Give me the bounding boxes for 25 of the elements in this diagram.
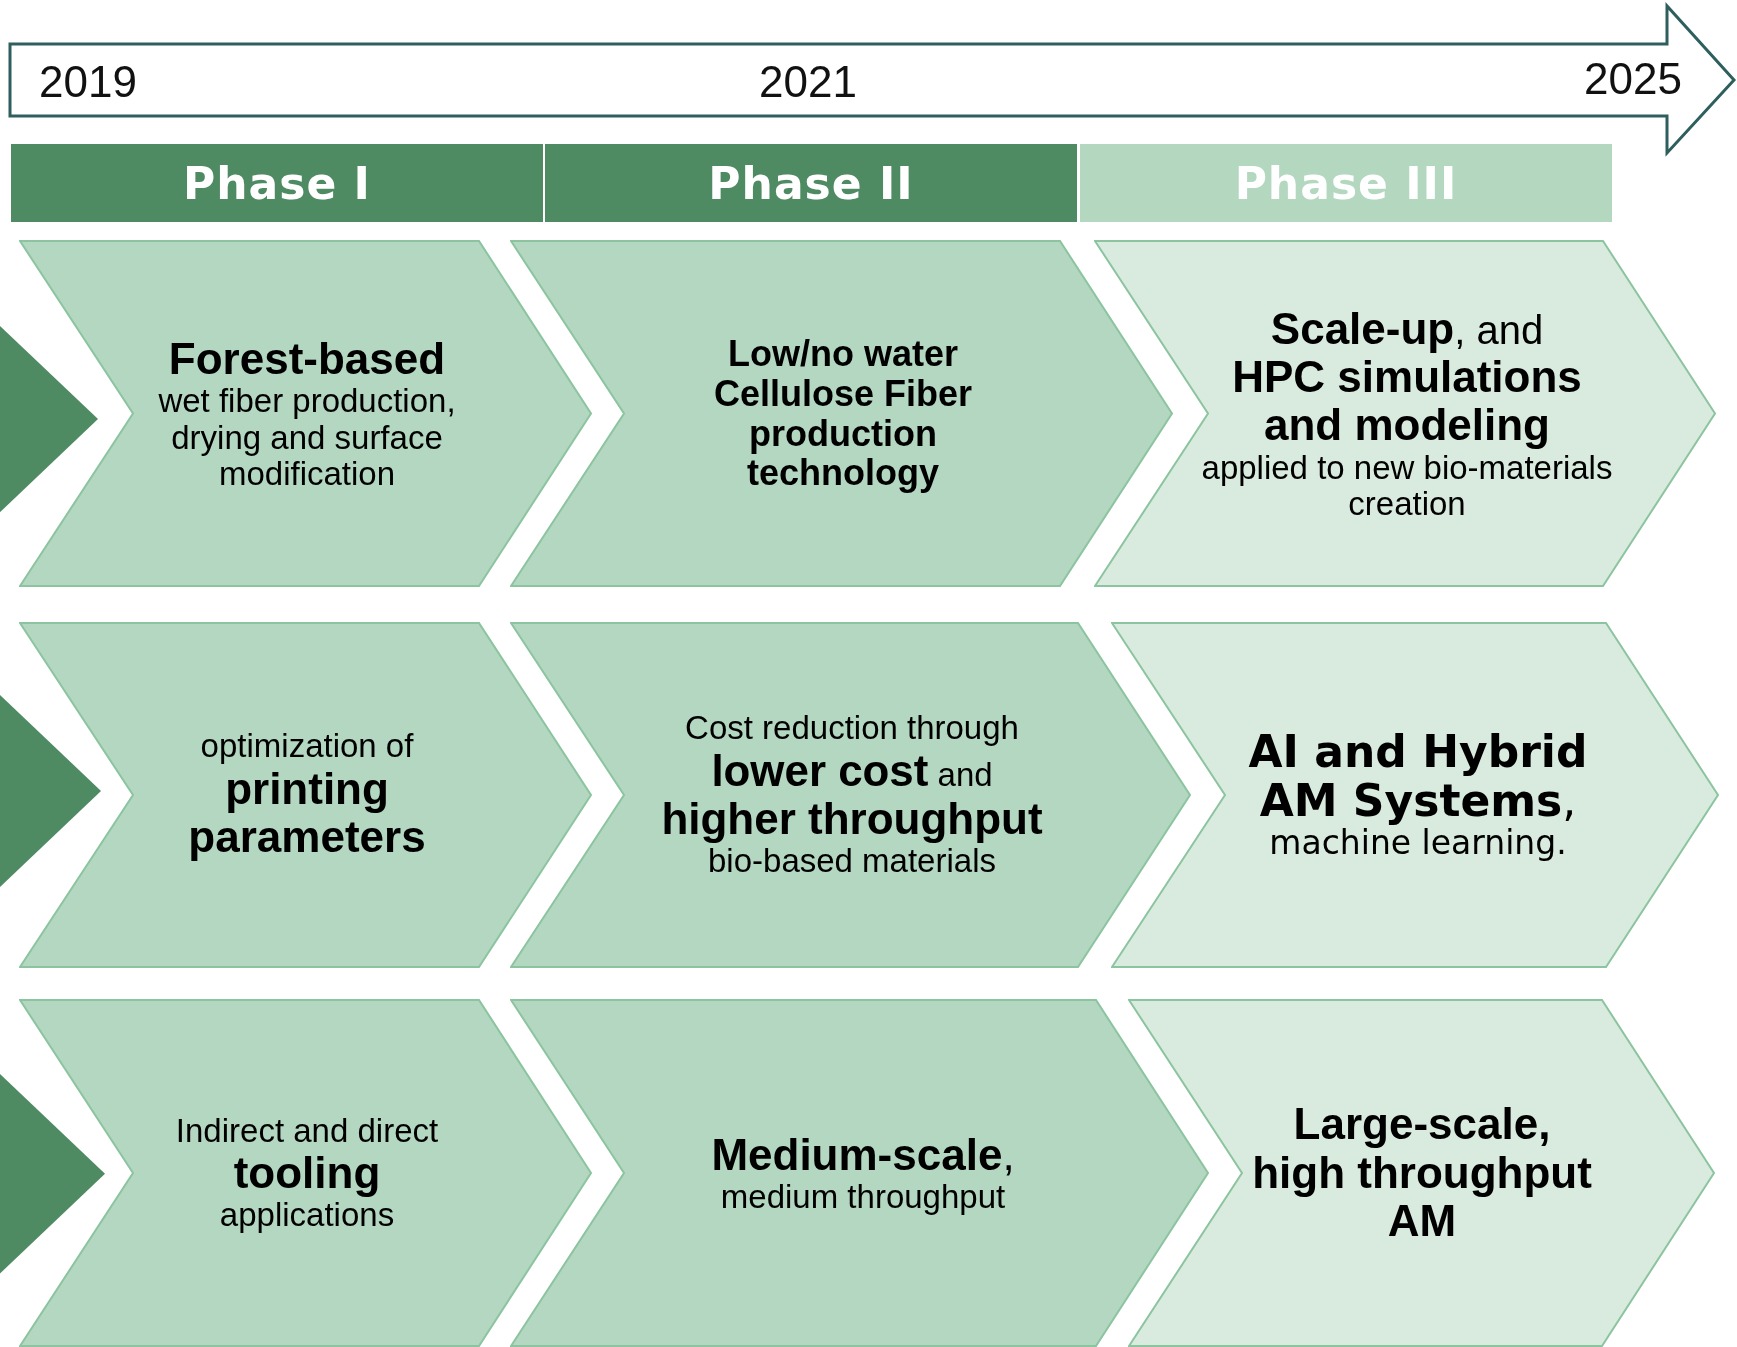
- chevron-text: Scale-up, and: [1270, 304, 1544, 353]
- year-label: 2025: [1584, 54, 1682, 104]
- chevron-text: Low/no water Cellulose Fiber production technology: [712, 334, 974, 493]
- chevron-text: Large-scale, high throughput AM: [1251, 1100, 1593, 1246]
- chevron-text: machine learning.: [1269, 825, 1567, 862]
- chevron-text: higher throughput: [661, 794, 1043, 844]
- chevron-text: optimization of: [200, 728, 414, 765]
- year-label: 2021: [759, 57, 857, 107]
- chevron-text: Forest-based: [168, 334, 446, 384]
- chevron-text: tooling: [233, 1148, 381, 1198]
- chevron-text: Indirect and direct: [175, 1112, 439, 1149]
- phase-header: Phase I: [11, 144, 543, 222]
- chevron-text: HPC simulations and modeling: [1231, 353, 1583, 450]
- chevron-text: wet fiber production, drying and surface modification: [157, 383, 457, 493]
- chevron-text: Medium-scale,: [711, 1130, 1015, 1180]
- chevron-text: applications: [219, 1197, 395, 1234]
- chevron-text: Cost reduction through: [685, 710, 1019, 747]
- chevron-text: printing parameters: [187, 764, 427, 862]
- phase-header: Phase II: [545, 144, 1077, 222]
- chevron-text: medium throughput: [720, 1179, 1006, 1216]
- chevron-text: bio-based materials: [708, 843, 996, 880]
- chevron-text: applied to new bio-materials creation: [1200, 449, 1614, 523]
- year-label: 2019: [39, 57, 137, 107]
- chevron-text: lower cost and: [711, 746, 993, 795]
- phase-header: Phase III: [1080, 144, 1612, 222]
